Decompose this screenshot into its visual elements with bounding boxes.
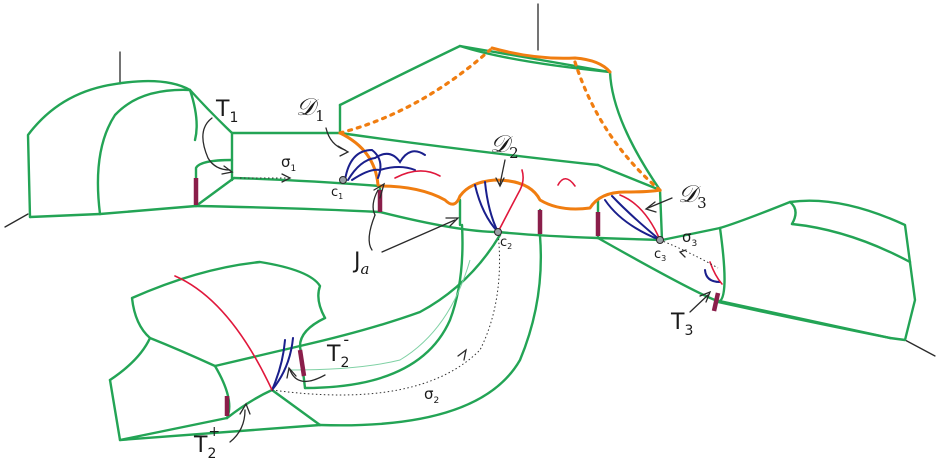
label-T2-minus: T2- [326, 330, 349, 371]
red-curves [174, 169, 723, 391]
bottom-surface [108, 260, 327, 442]
label-T2-plus: T2+ [193, 424, 220, 462]
labels: T1 𝒟1 𝒟2 𝒟3 Ja c1 c2 c3 σ1 σ2 σ3 T3 T2- … [193, 93, 707, 462]
point-c1 [339, 176, 347, 184]
tube [289, 223, 543, 427]
label-sigma1: σ1 [281, 153, 296, 174]
label-c1: c1 [331, 185, 343, 201]
label-D2: 𝒟2 [490, 130, 519, 162]
point-c3 [656, 236, 664, 244]
label-sigma2: σ2 [424, 385, 439, 406]
label-D3: 𝒟3 [678, 180, 707, 212]
label-T1: T1 [215, 97, 238, 126]
label-c2: c2 [500, 235, 512, 251]
maroon-arcs [193, 178, 721, 416]
boundary-curves [338, 46, 664, 211]
label-Ja: Ja [352, 249, 369, 278]
label-c3: c3 [654, 247, 666, 263]
sigma-paths [240, 173, 719, 396]
stems [4, 3, 936, 357]
label-sigma3: σ3 [682, 228, 697, 249]
left-surface [26, 79, 382, 219]
right-surface [596, 199, 917, 342]
point-c2 [494, 228, 502, 236]
label-D1: 𝒟1 [296, 93, 325, 125]
blue-curves [271, 148, 721, 391]
pointer-arrows [202, 117, 712, 443]
points [339, 176, 664, 244]
label-T3: T3 [670, 310, 693, 339]
